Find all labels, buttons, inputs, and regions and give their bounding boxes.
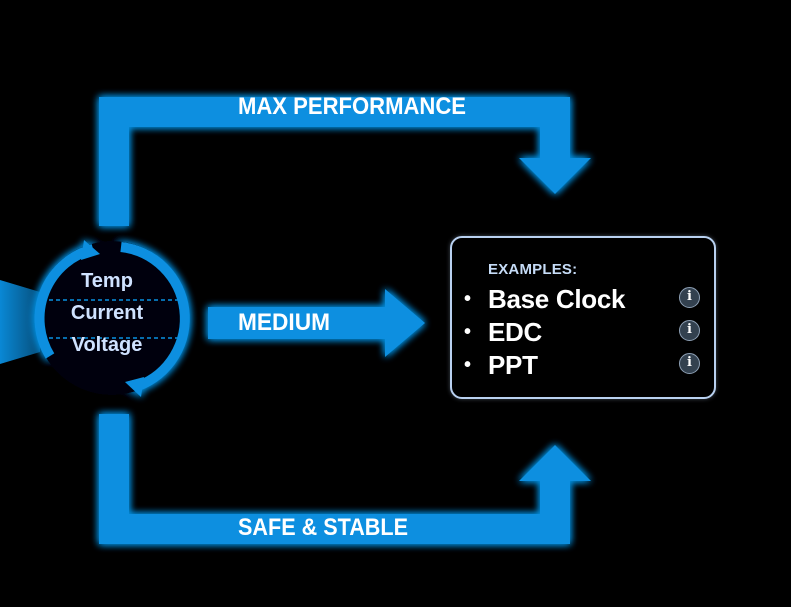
circular-arrows-icon <box>34 240 190 397</box>
examples-heading: EXAMPLES: <box>488 261 578 278</box>
safe-stable-label: SAFE & STABLE <box>238 514 408 541</box>
sensor-label-voltage: Voltage <box>72 334 143 356</box>
example-label-base-clock: Base Clock <box>488 283 626 314</box>
medium-label: MEDIUM <box>238 309 330 336</box>
examples-list: • Base Clock i • EDC i • PPT i <box>464 282 708 381</box>
info-icon[interactable]: i <box>679 287 700 308</box>
sensor-label-temp: Temp <box>81 270 133 292</box>
list-item-ppt: • PPT i <box>464 348 708 381</box>
list-item-base-clock: • Base Clock i <box>464 282 708 315</box>
info-icon[interactable]: i <box>679 320 700 341</box>
safe-stable-arrow <box>99 414 591 544</box>
medium-arrow <box>208 289 425 357</box>
info-icon[interactable]: i <box>679 353 700 374</box>
bullet: • <box>464 353 472 376</box>
example-label-edc: EDC <box>488 316 542 347</box>
list-item-edc: • EDC i <box>464 315 708 348</box>
sensor-label-current: Current <box>71 302 144 324</box>
example-label-ppt: PPT <box>488 349 538 380</box>
bullet: • <box>464 320 472 343</box>
examples-panel: EXAMPLES: • Base Clock i • EDC i • PPT i <box>450 236 716 399</box>
input-cone <box>0 280 40 364</box>
max-performance-label: MAX PERFORMANCE <box>238 93 466 120</box>
max-performance-arrow <box>99 97 591 226</box>
bullet: • <box>464 287 472 310</box>
